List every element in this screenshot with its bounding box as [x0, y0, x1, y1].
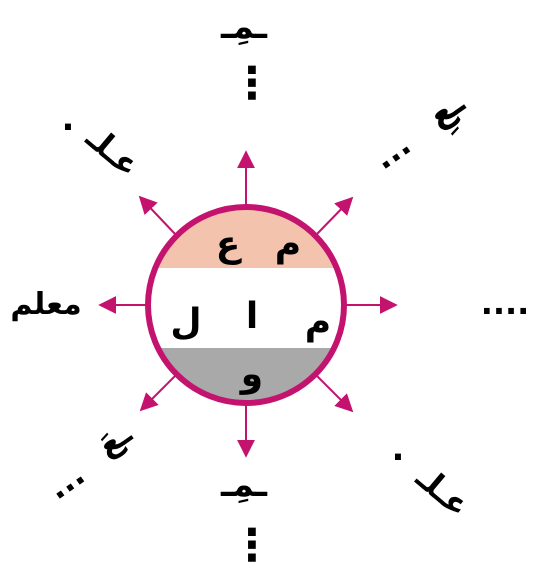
branch-top-dots: ⋮: [230, 58, 274, 109]
branch-bottom-right: . عـلـ: [392, 429, 477, 524]
arrow-top-right: [315, 196, 354, 236]
arrow-bottom-right: [315, 374, 354, 413]
center-letter-meem-middle: م: [305, 302, 331, 343]
arrows: [98, 150, 398, 458]
center-letter-waw: و: [239, 354, 263, 395]
branch-top-left: . عـلـ: [62, 99, 147, 184]
arrow-bottom-left: [139, 374, 177, 412]
branch-bottom-right-fragment: عـلـ: [408, 458, 477, 524]
branch-right: ....: [481, 284, 530, 322]
branch-left: معلم: [10, 287, 81, 322]
branch-top-right-fragment: ـعِ: [420, 82, 475, 140]
center-letter-alif: ا: [246, 296, 258, 337]
branch-bottom-dots: ⋮: [230, 520, 274, 571]
arrow-top-left: [138, 195, 177, 236]
branch-top-left-dots: .: [62, 99, 75, 139]
branch-bottom: ـمِـ ⋮: [220, 465, 274, 571]
center-letter-ain: ع: [216, 224, 242, 265]
branch-right-dots: ....: [481, 284, 530, 322]
band-middle: [148, 268, 344, 348]
branch-bottom-right-dots: .: [392, 429, 405, 469]
branch-top-right-dots: ...: [366, 125, 418, 177]
center-letter-lam: ل: [170, 302, 201, 343]
branch-top: ـمِـ ⋮: [220, 7, 274, 109]
branch-bottom-left: ـعَ ...: [40, 413, 139, 507]
branch-bottom-fragment: ـمِـ: [220, 465, 267, 505]
branch-top-fragment: ـمِـ: [220, 7, 267, 47]
center-letter-meem-top: م: [275, 224, 301, 265]
branch-bottom-left-fragment: ـعَ: [89, 413, 139, 464]
branch-top-right: ـعِ ...: [366, 82, 475, 177]
center-letters: ع م ل ا م و: [170, 224, 331, 395]
branch-bottom-left-dots: ...: [40, 455, 92, 507]
branch-left-word: معلم: [10, 287, 81, 322]
band-top: [148, 207, 344, 268]
branch-top-left-fragment: عـلـ: [78, 118, 147, 184]
